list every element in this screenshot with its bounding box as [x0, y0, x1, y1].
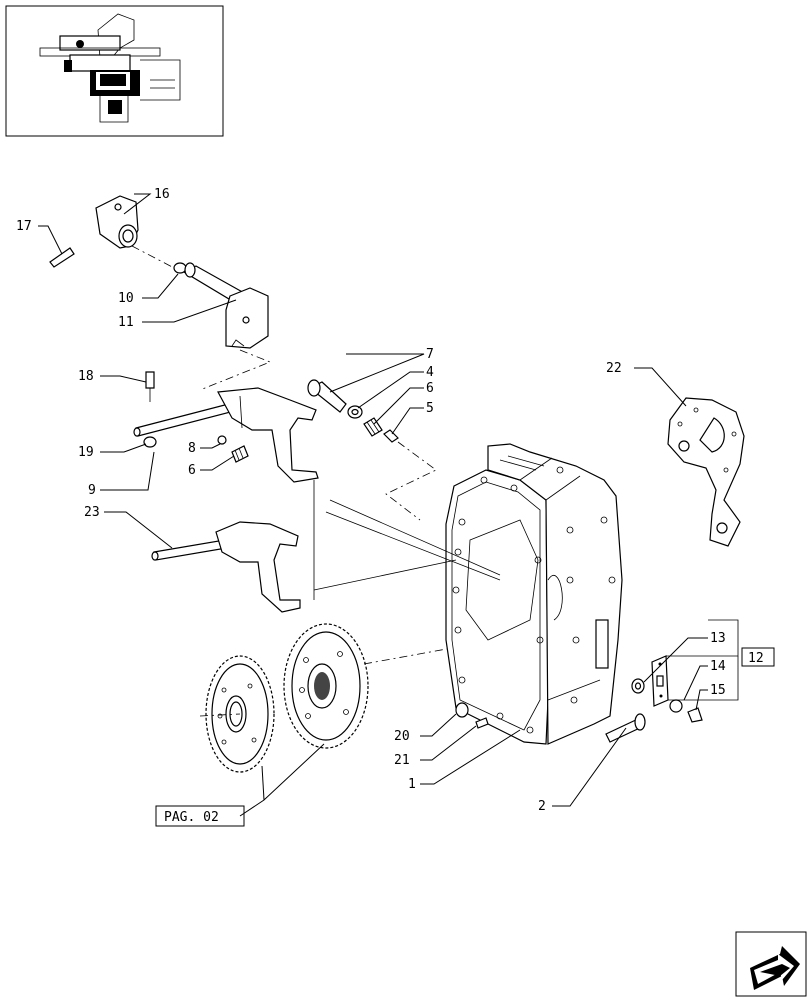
- part-12-plate: [651, 655, 669, 707]
- label-16: 16: [154, 187, 170, 202]
- label-12-box: 12: [741, 647, 775, 667]
- label-18: 18: [78, 369, 94, 384]
- part-5-pin: [383, 429, 399, 443]
- label-5: 5: [426, 401, 434, 416]
- label-6-lower: 6: [188, 463, 196, 478]
- next-page-arrow-icon[interactable]: [735, 931, 807, 997]
- lower-shift-fork: [215, 521, 301, 613]
- part-21-dowel: [475, 717, 489, 729]
- page-reference[interactable]: PAG. 02: [155, 805, 245, 827]
- label-6-upper: 6: [426, 381, 434, 396]
- label-17: 17: [16, 219, 32, 234]
- part-20-plug: [455, 702, 469, 718]
- part-18-screw: [145, 371, 155, 402]
- part-4-washer: [347, 405, 363, 419]
- leader-lines: [38, 193, 708, 817]
- gear-large: [283, 623, 369, 749]
- label-7: 7: [426, 347, 434, 362]
- label-23: 23: [84, 505, 100, 520]
- label-15: 15: [710, 683, 726, 698]
- part-14-washer: [669, 699, 683, 713]
- part-11-selector-lever: [182, 262, 269, 349]
- part-13-washer: [631, 678, 645, 694]
- part-16-pivot-bracket: [95, 195, 139, 249]
- label-12: 12: [748, 651, 764, 666]
- part-6-spring-lower: [231, 445, 249, 463]
- part-19-washer: [143, 436, 157, 448]
- label-13: 13: [710, 631, 726, 646]
- label-8: 8: [188, 441, 196, 456]
- label-4: 4: [426, 365, 434, 380]
- label-1: 1: [408, 777, 416, 792]
- locator-thumbnail: [5, 5, 224, 137]
- label-14: 14: [710, 659, 726, 674]
- part-6-spring-upper: [363, 417, 383, 437]
- label-10: 10: [118, 291, 134, 306]
- part-number-labels: 16 17 10 11 18 19 9 8 6 23 7 4 6 5 22 20…: [16, 187, 775, 814]
- part-17-roll-pin: [49, 247, 75, 268]
- label-9: 9: [88, 483, 96, 498]
- part-22-bracket: [667, 397, 745, 547]
- label-20: 20: [394, 729, 410, 744]
- label-11: 11: [118, 315, 134, 330]
- upper-shift-fork: [217, 387, 319, 483]
- part-15-screw: [687, 707, 703, 723]
- label-19: 19: [78, 445, 94, 460]
- locator-thumbnail-drawing: [39, 13, 181, 123]
- label-21: 21: [394, 753, 410, 768]
- part-7-bolt: [307, 379, 347, 413]
- label-2: 2: [538, 799, 546, 814]
- page-reference-text: PAG. 02: [164, 810, 219, 825]
- part-8-ball: [217, 435, 227, 445]
- part-1-housing: [445, 443, 623, 745]
- label-22: 22: [606, 361, 622, 376]
